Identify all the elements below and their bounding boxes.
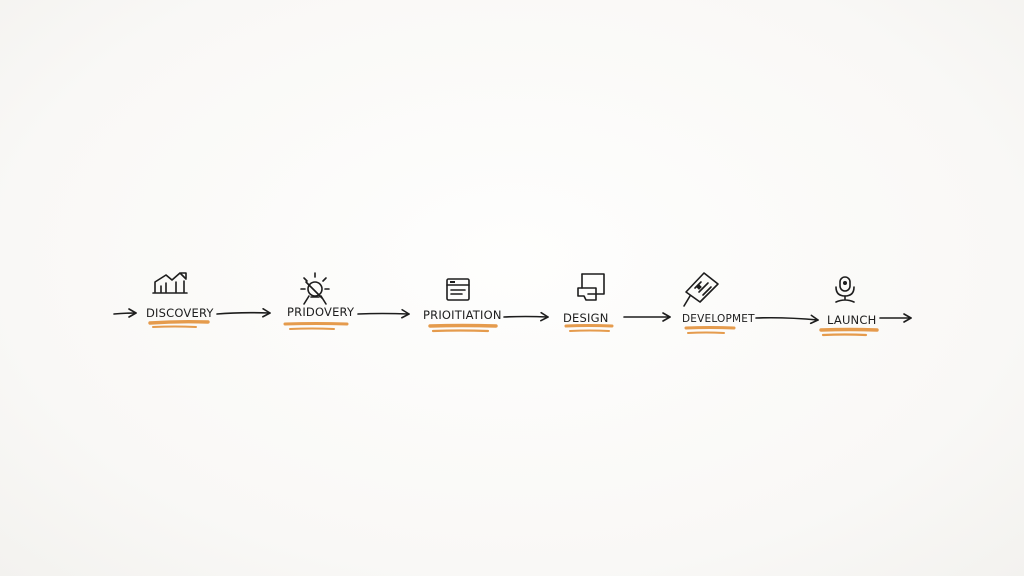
step-label: DEVELOPMET bbox=[682, 313, 755, 325]
browser-window-icon bbox=[446, 278, 470, 301]
highlight-design bbox=[564, 324, 614, 328]
step-label: DESIGN bbox=[563, 311, 609, 325]
layered-pages-icon bbox=[577, 273, 605, 301]
arrow-developmet-to-launch bbox=[755, 314, 819, 325]
highlight-pridovery bbox=[283, 322, 349, 326]
arrow-pridovery-to-prioitiation bbox=[357, 308, 410, 319]
lightbulb-idea-icon bbox=[300, 272, 330, 305]
highlight-prioitiation bbox=[428, 323, 498, 328]
step-prioitiation: PRIOITIATION bbox=[423, 278, 502, 333]
step-label: PRIDOVERY bbox=[287, 305, 355, 319]
flow-arrows bbox=[113, 307, 912, 325]
step-developmet: DEVELOPMET bbox=[682, 272, 755, 334]
step-pridovery: PRIDOVERY bbox=[283, 272, 355, 330]
microphone-person-icon bbox=[835, 276, 855, 303]
step-label: DISCOVERY bbox=[146, 306, 214, 320]
house-chart-icon bbox=[152, 272, 188, 294]
highlight-discovery bbox=[148, 319, 210, 325]
step-label: LAUNCH bbox=[827, 313, 876, 327]
step-label: PRIOITIATION bbox=[423, 308, 502, 322]
arrow-prioitiation-to-design bbox=[503, 311, 549, 322]
arrow-start bbox=[113, 308, 137, 318]
step-design: DESIGN bbox=[563, 273, 614, 332]
blueprint-document-icon bbox=[683, 272, 719, 307]
highlight-developmet bbox=[684, 326, 736, 330]
highlight-launch bbox=[819, 327, 879, 332]
step-discovery: DISCOVERY bbox=[146, 272, 214, 328]
arrow-discovery-to-pridovery bbox=[216, 307, 271, 318]
step-launch: LAUNCH bbox=[819, 276, 879, 337]
